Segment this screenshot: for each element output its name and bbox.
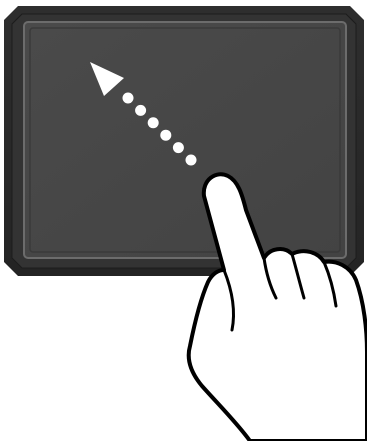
touchpad-surface [24,22,346,258]
swipe-trail-dot [148,117,159,128]
swipe-trail-dot [186,155,197,166]
swipe-trail-dot [135,105,146,116]
swipe-trail-dot [123,93,134,104]
swipe-trail-dot [173,142,184,153]
swipe-trail-dot [160,130,171,141]
